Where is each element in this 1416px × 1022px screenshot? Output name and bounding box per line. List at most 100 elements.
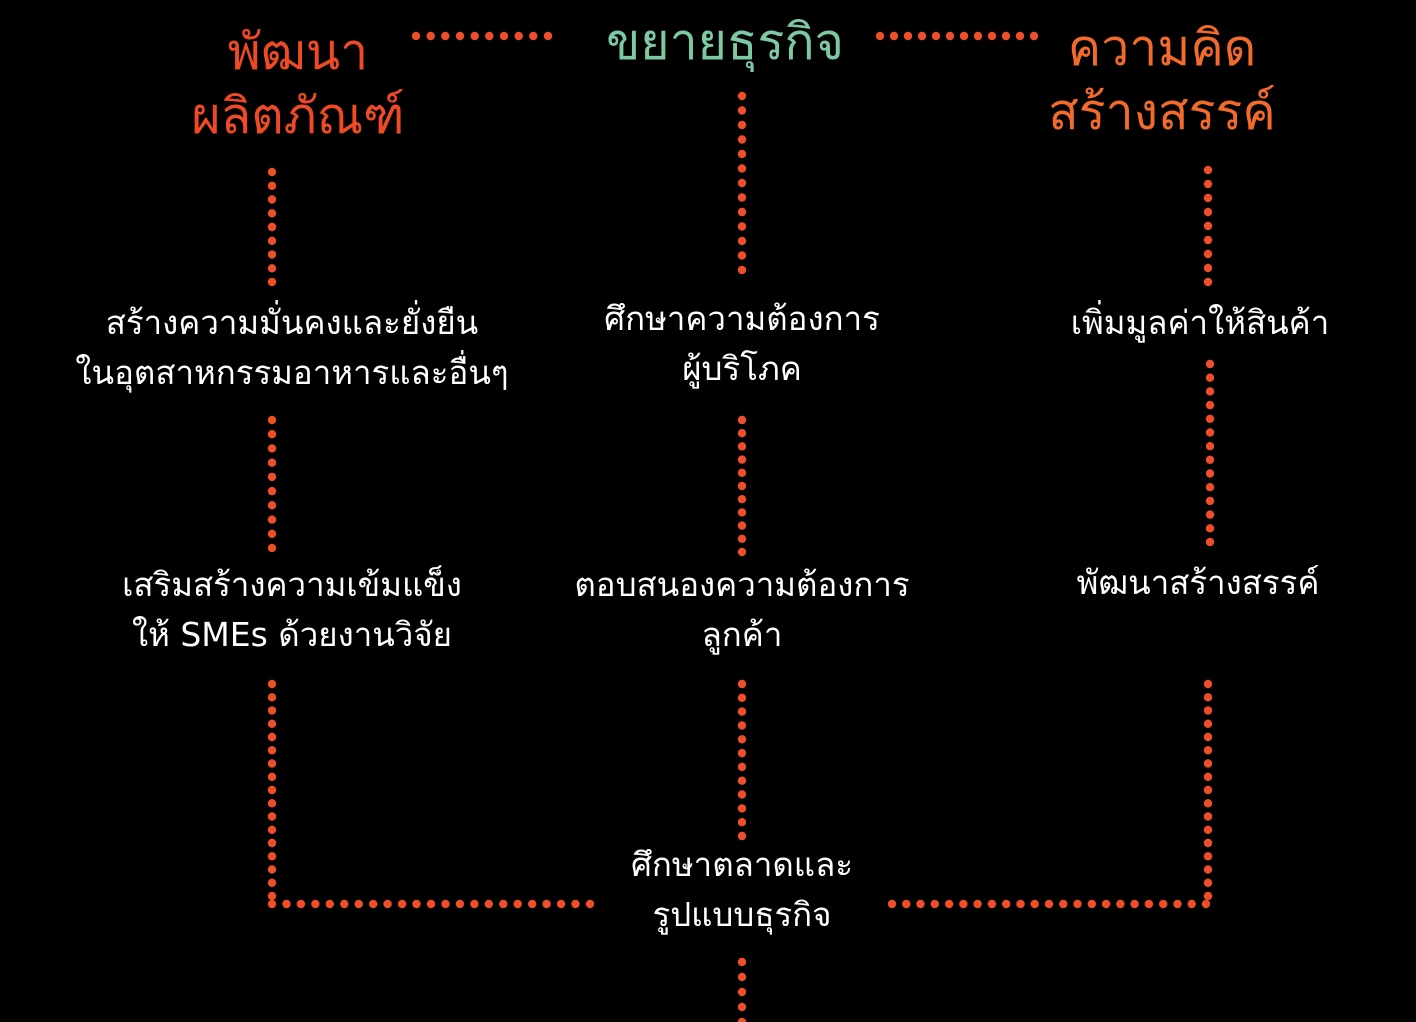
bottom-merge-right-dot — [1044, 899, 1054, 909]
left-conn-1-dot — [267, 236, 277, 245]
left-conn-2-dot — [267, 515, 277, 524]
center-conn-1-dot — [737, 265, 747, 275]
header-link-left-dot — [529, 31, 538, 41]
center-conn-1-dot — [737, 222, 747, 231]
bottom-merge-left-dot — [542, 899, 551, 909]
center-conn-1-dot — [737, 120, 747, 130]
merge-node: ศึกษาตลาดและ รูปแบบธุรกิจ — [631, 840, 853, 940]
center-conn-2-dot — [737, 429, 747, 438]
header-link-left-dot — [485, 31, 494, 41]
center-conn-2-dot — [737, 481, 747, 491]
right-conn-3-dot — [1203, 785, 1213, 795]
right-conn-2-dot — [1205, 400, 1215, 410]
bottom-merge-left-dot — [426, 899, 436, 909]
bottom-merge-left-dot — [513, 899, 522, 909]
bottom-merge-right-dot — [916, 899, 925, 909]
left-conn-3-dot — [267, 772, 277, 781]
bottom-merge-right-dot — [1201, 899, 1211, 909]
bottom-merge-right-dot — [1059, 899, 1068, 909]
right-conn-2-dot — [1205, 496, 1215, 506]
bottom-merge-right-dot — [930, 899, 939, 909]
left-conn-3-dot — [267, 812, 277, 821]
center-conn-2-dot — [737, 547, 747, 557]
center-conn-2-dot — [737, 534, 747, 543]
right-conn-1-dot — [1203, 277, 1213, 287]
header-link-right-dot — [917, 31, 927, 41]
center-conn-1-dot — [737, 178, 747, 188]
header-link-right-dot — [889, 31, 899, 41]
center-step-1-line2: ผู้บริโภค — [682, 349, 802, 388]
left-step-1-line1: สร้างความมั่นคงและยั่งยืน — [105, 303, 479, 342]
center-conn-3-dot — [737, 721, 747, 730]
right-conn-1-dot — [1203, 193, 1213, 203]
header-link-right-dot — [1001, 31, 1011, 41]
header-right-line1: ความคิด — [1067, 19, 1257, 77]
right-conn-3-dot — [1203, 891, 1213, 901]
left-conn-3-dot — [267, 825, 277, 834]
right-conn-1-dot — [1203, 235, 1213, 245]
bottom-merge-left-dot — [311, 899, 320, 909]
left-conn-2-dot — [267, 415, 277, 425]
left-conn-2-dot — [267, 529, 277, 538]
bottom-merge-right-dot — [887, 899, 897, 909]
merge-node-line2: รูปแบบธุรกิจ — [652, 895, 832, 934]
left-conn-3-dot — [267, 732, 277, 742]
center-step-1-line1: ศึกษาความต้องการ — [604, 299, 880, 338]
center-conn-3-dot — [737, 804, 747, 813]
bottom-merge-left-dot — [528, 899, 537, 909]
bottom-merge-left-dot — [441, 899, 450, 909]
center-conn-3-dot — [737, 693, 747, 702]
right-conn-3-dot — [1203, 746, 1213, 755]
center-conn-4-dot — [737, 1017, 747, 1022]
bottom-merge-right-dot — [1159, 899, 1168, 909]
left-conn-1-dot — [267, 181, 277, 190]
bottom-merge-left-dot — [571, 899, 580, 909]
bottom-merge-right-dot — [1130, 899, 1139, 909]
center-step-2-line2: ลูกค้า — [701, 615, 783, 654]
left-step-2-line2: ให้ SMEs ด้วยงานวิจัย — [131, 615, 452, 654]
right-conn-2-dot — [1205, 537, 1215, 547]
right-conn-2-dot — [1205, 442, 1215, 451]
center-conn-2-dot — [737, 495, 747, 504]
right-conn-1-dot — [1203, 165, 1213, 175]
center-conn-1-dot — [737, 207, 747, 217]
bottom-merge-right-dot — [1073, 899, 1082, 909]
left-conn-2-dot — [267, 472, 277, 482]
right-conn-3-dot — [1203, 852, 1213, 861]
center-conn-1-dot — [737, 164, 747, 173]
bottom-merge-right-dot — [1016, 899, 1025, 909]
center-conn-1-dot — [737, 251, 747, 260]
left-conn-3-dot — [267, 719, 277, 728]
header-link-left-dot — [514, 31, 523, 41]
bottom-merge-left-dot — [470, 899, 479, 909]
right-conn-1-dot — [1203, 263, 1213, 273]
header-link-left-dot — [441, 31, 450, 41]
bottom-merge-left-dot — [369, 899, 378, 909]
bottom-merge-right-dot — [1101, 899, 1111, 909]
center-conn-1-dot — [737, 106, 747, 115]
center-conn-3-dot — [737, 818, 747, 827]
right-conn-3-dot — [1203, 838, 1213, 848]
left-conn-1-dot — [267, 222, 277, 232]
header-link-right-dot — [1029, 31, 1039, 41]
left-conn-3-dot — [267, 799, 277, 808]
center-conn-4-dot — [737, 987, 747, 997]
bottom-merge-left-dot — [484, 899, 493, 909]
right-conn-1-dot — [1203, 207, 1213, 217]
bottom-merge-right-dot — [902, 899, 911, 909]
bottom-merge-right-dot — [944, 899, 954, 909]
left-conn-2-dot — [267, 501, 277, 510]
right-conn-2-dot — [1205, 414, 1215, 423]
center-conn-3-dot — [737, 735, 747, 744]
header-left-line1: พัฒนา — [227, 23, 369, 81]
center-conn-1-dot — [737, 135, 747, 144]
bottom-merge-left-dot — [585, 899, 595, 909]
bottom-merge-left-dot — [499, 899, 508, 909]
bottom-merge-right-dot — [1173, 899, 1182, 909]
left-conn-3-dot — [267, 852, 277, 861]
merge-node-line1: ศึกษาตลาดและ — [630, 845, 854, 884]
left-conn-2-dot — [267, 430, 277, 439]
left-conn-3-dot — [267, 865, 277, 874]
left-conn-2-dot — [267, 458, 277, 467]
